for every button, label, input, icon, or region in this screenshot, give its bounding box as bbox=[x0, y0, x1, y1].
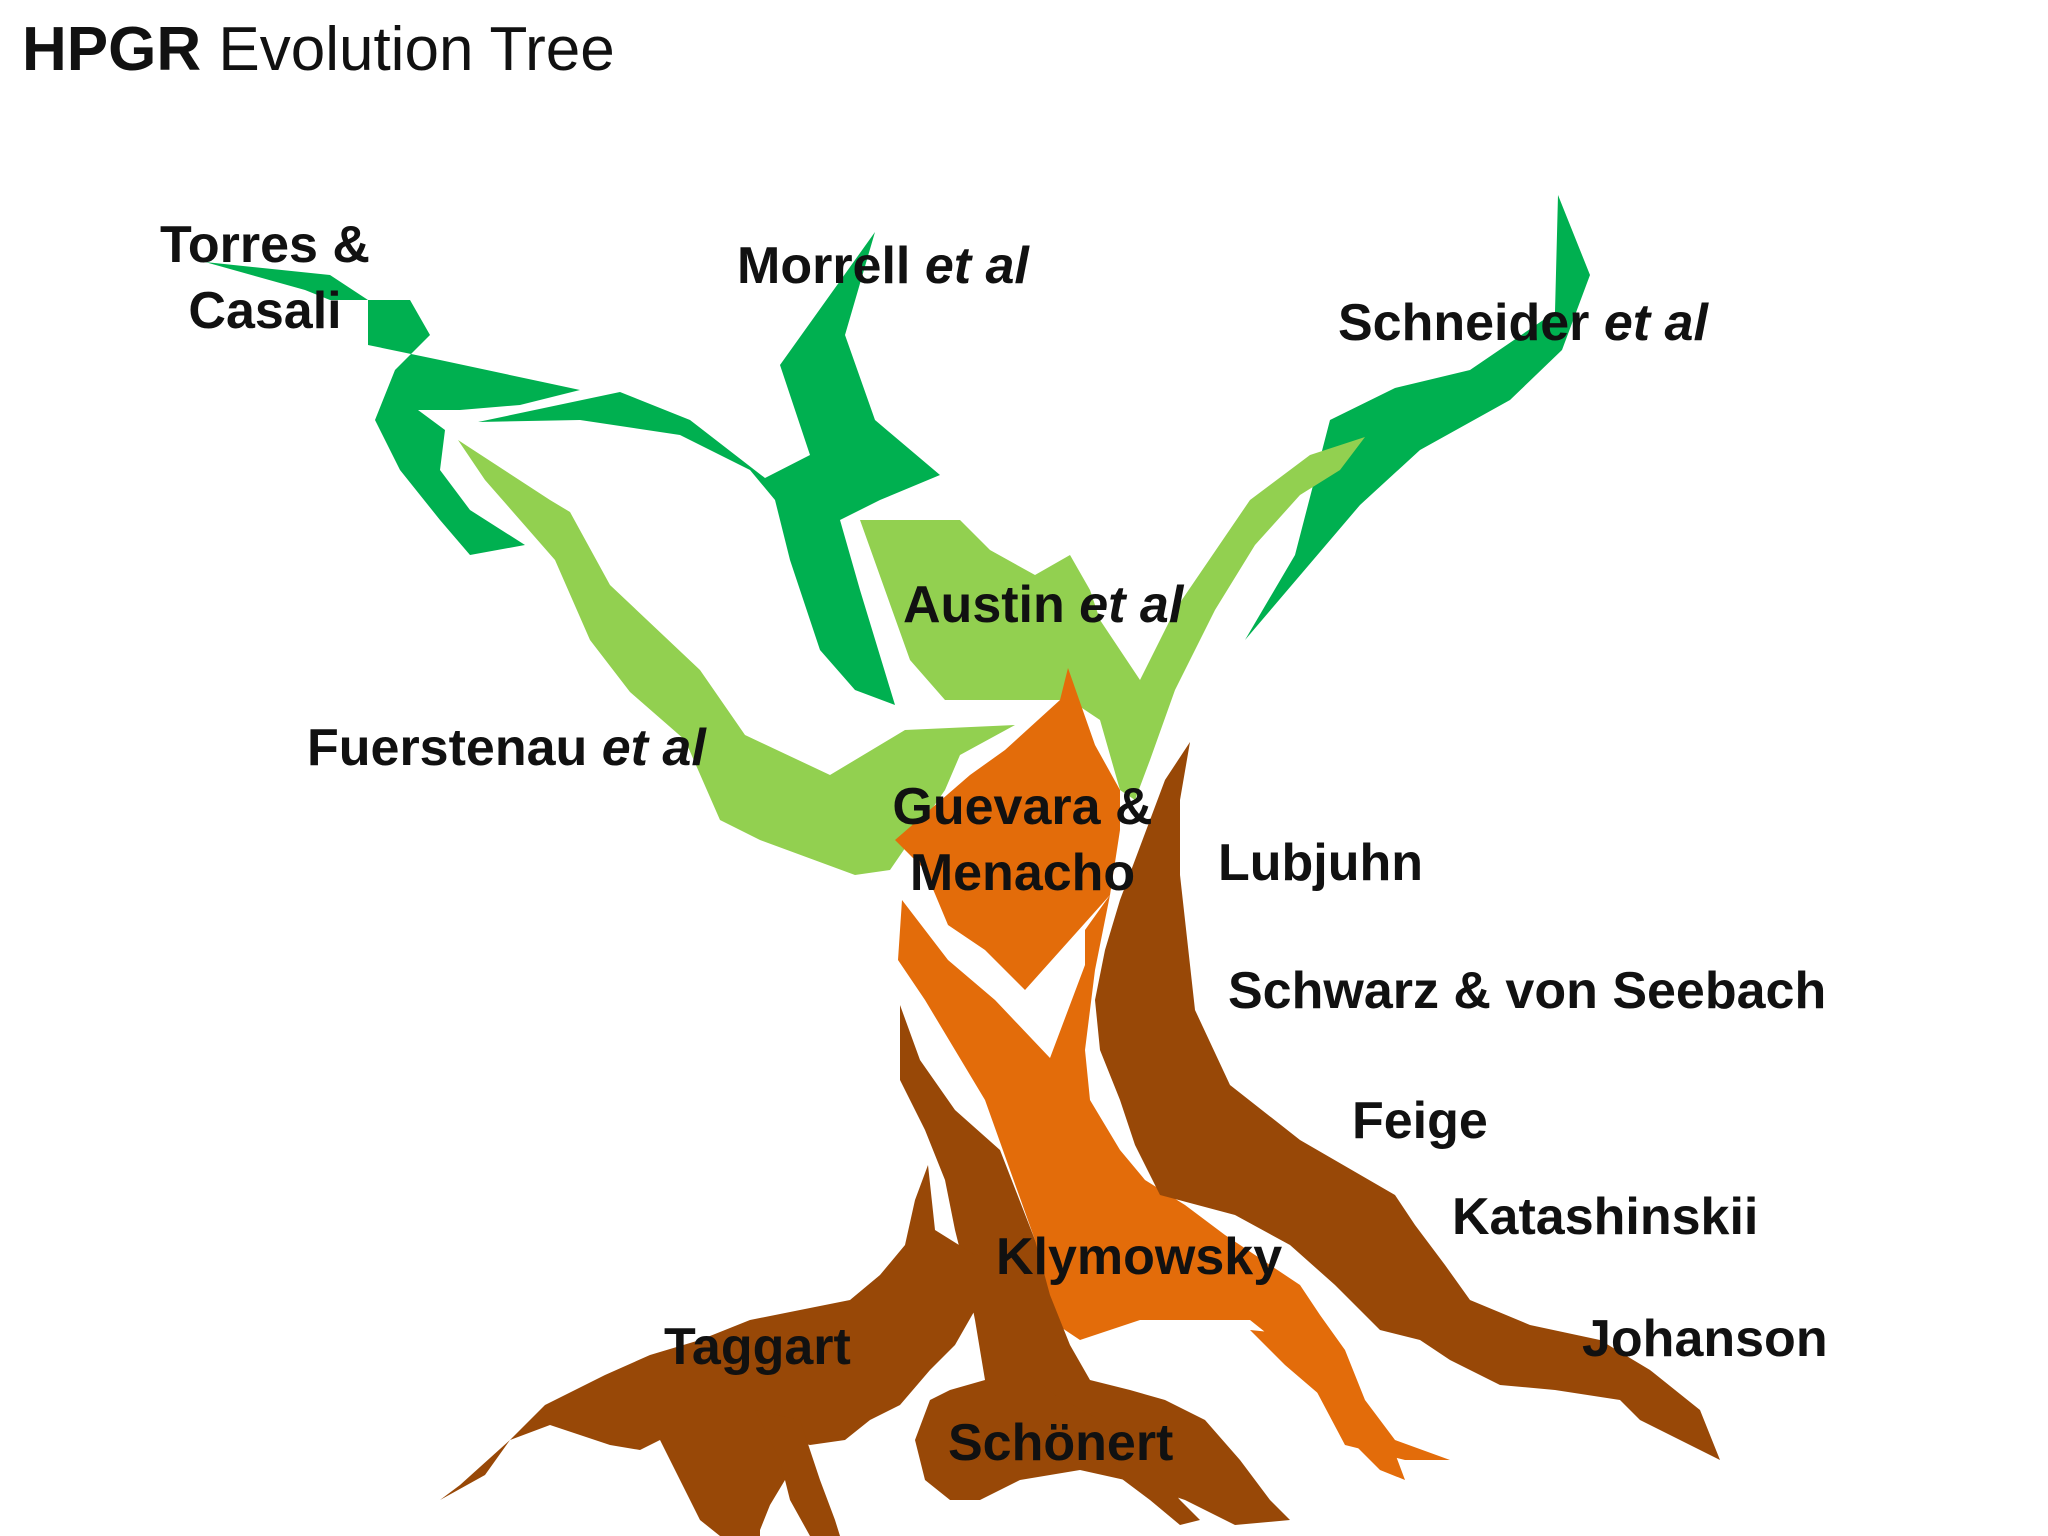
label-schneider-etal: et al bbox=[1603, 294, 1708, 352]
branch-morrell bbox=[478, 232, 940, 705]
label-schwarz-von-seebach: Schwarz & von Seebach bbox=[1228, 962, 1827, 1020]
label-torres-casali: Torres & Casali bbox=[152, 212, 378, 344]
label-austin-etal: et al bbox=[1079, 576, 1184, 634]
root-taggart bbox=[440, 1165, 975, 1536]
branch-austin bbox=[860, 437, 1365, 800]
label-morrell: Morrell et al bbox=[737, 233, 1029, 299]
label-fuerstenau-etal: et al bbox=[601, 719, 706, 777]
page-title: HPGR Evolution Tree bbox=[22, 10, 615, 90]
label-torres-casali-line2: Casali bbox=[188, 282, 342, 340]
root-klymowsky-lower bbox=[1250, 1330, 1405, 1480]
label-schneider-name: Schneider bbox=[1338, 294, 1604, 352]
label-guevara-line2: Menacho bbox=[909, 844, 1136, 902]
label-taggart: Taggart bbox=[664, 1318, 851, 1376]
label-johanson: Johanson bbox=[1582, 1310, 1828, 1368]
label-lubjuhn: Lubjuhn bbox=[1218, 834, 1424, 892]
label-morrell-name: Morrell bbox=[737, 237, 925, 295]
page-title-bold: HPGR bbox=[22, 15, 202, 84]
trunk-lubjuhn bbox=[1095, 742, 1720, 1460]
label-schneider: Schneider et al bbox=[1338, 290, 1708, 356]
label-austin: Austin et al bbox=[903, 572, 1183, 638]
label-fuerstenau: Fuerstenau et al bbox=[307, 715, 706, 781]
label-feige: Feige bbox=[1352, 1092, 1488, 1150]
branch-fuerstenau bbox=[458, 440, 1015, 875]
label-guevara-line1: Guevara & bbox=[892, 778, 1153, 836]
root-taggart-lower bbox=[755, 1410, 840, 1536]
branch-schneider bbox=[1245, 195, 1590, 640]
label-morrell-etal: et al bbox=[924, 237, 1029, 295]
label-katashinskii: Katashinskii bbox=[1452, 1188, 1759, 1246]
page-title-rest: Evolution Tree bbox=[201, 15, 615, 84]
root-klymowsky bbox=[898, 895, 1450, 1460]
root-schonert-lower bbox=[1030, 1375, 1200, 1525]
branch-torres-casali bbox=[205, 262, 580, 555]
label-guevara-menacho: Guevara & Menacho bbox=[880, 774, 1165, 906]
label-klymowsky: Klymowsky bbox=[996, 1228, 1283, 1286]
label-fuerstenau-name: Fuerstenau bbox=[307, 719, 602, 777]
root-schonert bbox=[900, 1005, 1290, 1525]
label-torres-casali-line1: Torres & bbox=[160, 216, 370, 274]
label-schonert: Schönert bbox=[948, 1414, 1174, 1472]
trunk-guevara-menacho bbox=[895, 668, 1120, 990]
label-austin-name: Austin bbox=[903, 576, 1080, 634]
